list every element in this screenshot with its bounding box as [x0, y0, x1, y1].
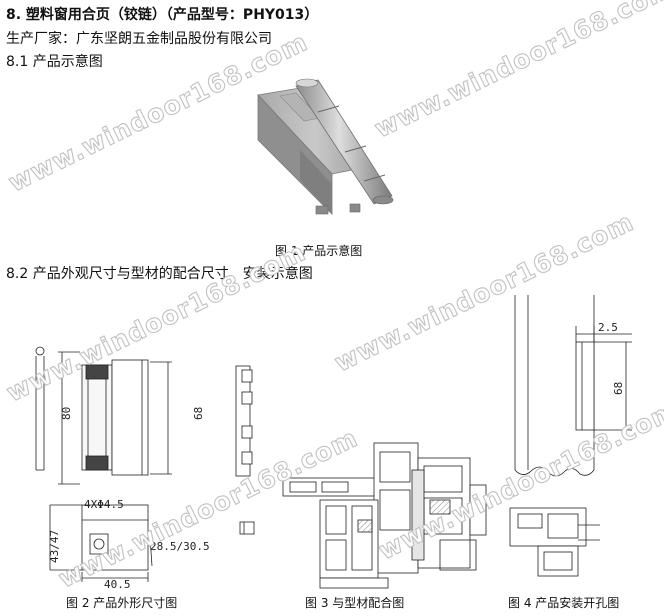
dim-43-47: 43/47	[48, 530, 61, 563]
section-heading-8-2: 8.2 产品外观尺寸与型材的配合尺寸、安装示意图	[6, 266, 313, 282]
watermark-3: www.windoor168.com	[2, 237, 310, 407]
manufacturer-line: 生产厂家：广东坚朗五金制品股份有限公司	[6, 31, 272, 47]
dim-28-5-30-5: 28.5/30.5	[150, 540, 210, 553]
figure-3-caption: 图 3 与型材配合图	[305, 596, 405, 610]
dim-2-5: 2.5	[598, 321, 618, 334]
watermark-2: www.windoor168.com	[370, 0, 664, 143]
installation-hole-drawing	[509, 295, 632, 577]
hinge-3d-illustration	[257, 78, 394, 215]
figure-1-caption: 图 1 产品示意图	[275, 244, 363, 258]
dim-40-5: 40.5	[104, 578, 131, 591]
section-heading-8-1: 8.1 产品示意图	[6, 54, 103, 70]
dim-68-right: 68	[612, 382, 625, 395]
dim-80: 80	[60, 407, 73, 420]
dim-4x45: 4XΦ4.5	[84, 498, 124, 511]
page-title: 8. 塑料窗用合页（铰链）（产品型号：PHY013）	[6, 7, 319, 23]
dim-68-left: 68	[192, 407, 205, 420]
figure-2-caption: 图 2 产品外形尺寸图	[66, 596, 178, 610]
profile-assembly-drawing	[282, 442, 487, 589]
figure-4-caption: 图 4 产品安装开孔图	[508, 596, 620, 610]
dimension-drawing	[35, 346, 255, 582]
